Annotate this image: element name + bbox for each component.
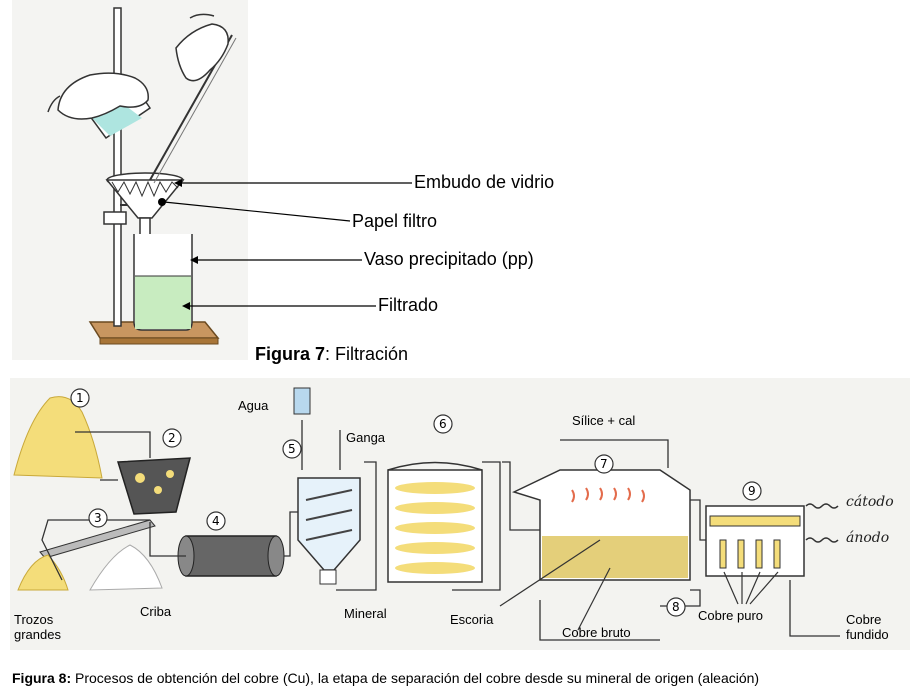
cobre-bruto-arrow [577, 567, 611, 631]
figure7-caption-prefix: Figura 7 [255, 344, 326, 364]
label-escoria: Escoria [450, 612, 494, 627]
crusher-ore-c [166, 470, 174, 478]
step-number-1: 1 [76, 391, 84, 405]
trozos-pile [17, 554, 69, 591]
cobre-puro-pointers [723, 571, 779, 605]
stand-base-edge [99, 337, 219, 345]
ore-pile [13, 396, 103, 479]
label-cobre-puro: Cobre puro [698, 608, 764, 623]
crusher-ore-b [154, 486, 162, 494]
process-flow-lines [41, 420, 840, 641]
water-container [293, 387, 311, 415]
step-number-2: 2 [168, 431, 176, 445]
step-number-3: 3 [94, 511, 102, 525]
stand-rod [113, 7, 122, 327]
label-anodo: ánodo [846, 530, 890, 546]
label-embudo: Embudo de vidrio [414, 172, 555, 192]
criba-screen [39, 519, 156, 559]
right-hand [175, 23, 229, 82]
figure7-caption-text: : Filtración [325, 344, 409, 364]
step-number-4: 4 [212, 514, 220, 528]
label-vaso-precipitado: Vaso precipitado (pp) [364, 249, 534, 269]
label-mineral: Mineral [344, 606, 387, 621]
flotation-blade-1 [305, 489, 353, 501]
label-cobre-bruto: Cobre bruto [562, 625, 631, 640]
anode-coil [805, 537, 839, 543]
glass-rod-shade [153, 37, 237, 184]
drying-rack-top [387, 461, 483, 471]
step-number-7: 7 [600, 457, 608, 471]
label-trozos-grandes: Trozos grandes [14, 612, 61, 642]
crusher-ore-a [135, 473, 145, 483]
anode-plates [719, 539, 781, 569]
figure7-caption: Figura 7: Filtración [255, 344, 408, 365]
label-filtrado: Filtrado [378, 295, 439, 315]
filtrate-liquid [135, 276, 191, 329]
step-circles [70, 388, 762, 617]
escoria-arrow [499, 539, 601, 607]
left-hand-cuff [47, 95, 61, 113]
flotation-blade-3 [305, 529, 353, 541]
mill-end-right [267, 535, 285, 577]
drying-shelves [395, 482, 475, 574]
flotation-outlet [319, 569, 337, 585]
step-number-9: 9 [748, 484, 756, 498]
clamp [103, 211, 127, 225]
figure8-caption-prefix: Figura 8: [12, 670, 72, 686]
mill-cylinder [185, 535, 277, 577]
filter-paper [111, 180, 179, 198]
label-catodo: cátodo [846, 494, 894, 510]
flotation-blade-2 [305, 509, 353, 521]
right-hand-cuff [189, 13, 215, 19]
furnace-flames [571, 487, 645, 503]
label-papel-filtro: Papel filtro [352, 211, 438, 231]
left-hand [57, 72, 149, 120]
step-number-5: 5 [288, 442, 296, 456]
step-number-6: 6 [439, 417, 447, 431]
label-criba: Criba [140, 604, 172, 619]
criba-pile [89, 544, 163, 591]
figure8-caption: Figura 8: Procesos de obtención del cobr… [12, 670, 759, 686]
label-silice-cal: Sílice + cal [572, 413, 636, 428]
label-ganga: Ganga [346, 430, 386, 445]
label-agua: Agua [238, 398, 269, 413]
step-number-8: 8 [672, 600, 680, 614]
figure7-pointers [158, 179, 412, 310]
furnace-molten [542, 536, 688, 578]
figure8-caption-text: Procesos de obtención del cobre (Cu), la… [71, 670, 760, 686]
label-cobre-fundido: Cobre fundido [846, 612, 889, 642]
cathode-coil [805, 503, 839, 509]
cathode-bar [709, 515, 801, 527]
